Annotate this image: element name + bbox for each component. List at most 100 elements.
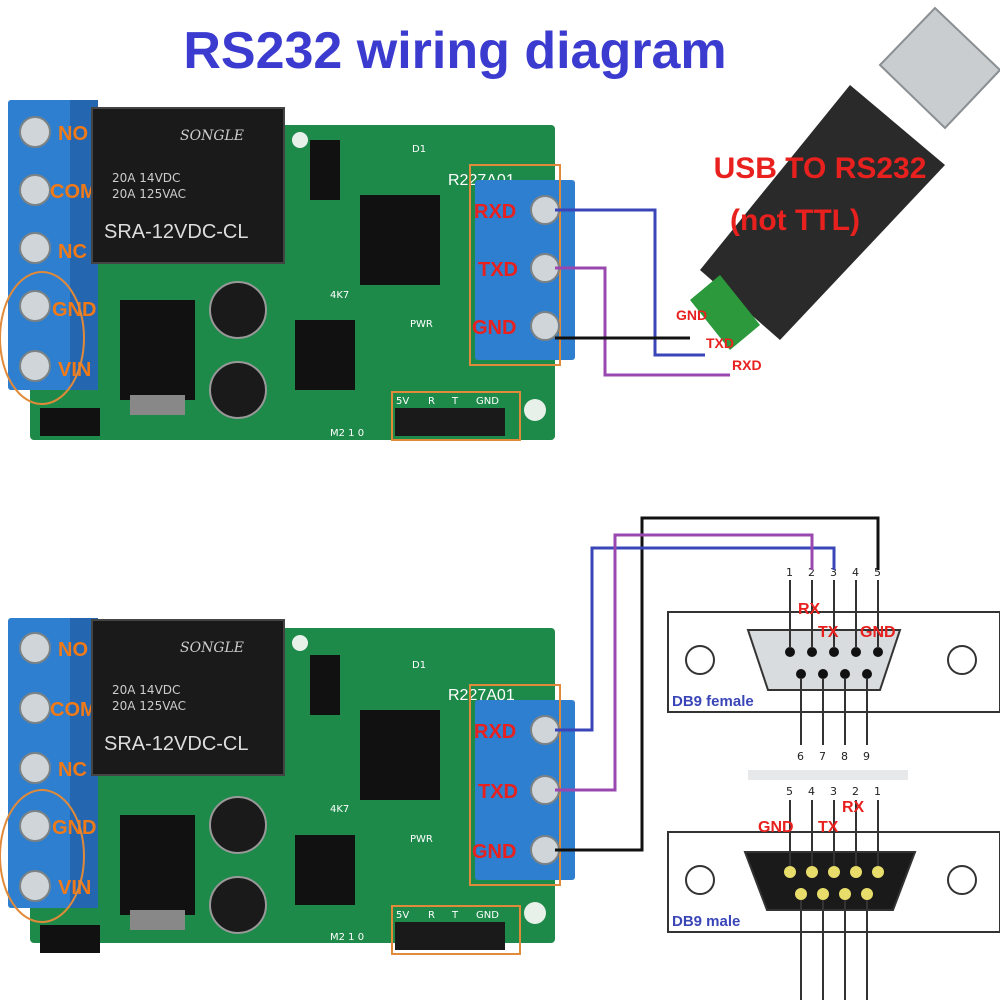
pin bbox=[872, 866, 884, 878]
screw-icon bbox=[19, 116, 51, 148]
db9-female-pin-5: 5 bbox=[874, 566, 881, 579]
ic-chip bbox=[295, 320, 355, 390]
pin-header-highlight bbox=[391, 391, 521, 441]
regulator-tab bbox=[130, 910, 185, 930]
led-label-d1: D1 bbox=[412, 144, 426, 155]
led-label-pwr: PWR bbox=[410, 319, 433, 330]
db9-male-pin-leads bbox=[789, 800, 879, 1000]
pin bbox=[796, 669, 806, 679]
db9-female-pin-leads bbox=[789, 580, 879, 745]
db9-female-connector: 1 2 3 4 5 6 7 8 9 RX TX GND DB9 female bbox=[667, 566, 1000, 763]
adapter-body bbox=[700, 85, 945, 340]
db9-male-label-rx: RX bbox=[842, 799, 865, 816]
db9-female-pin-1: 1 bbox=[786, 566, 793, 579]
db9-male-label: DB9 male bbox=[672, 913, 740, 930]
header-label-r: R bbox=[428, 910, 435, 921]
serial-highlight bbox=[469, 684, 561, 886]
relay-rating-1: 20A 14VDC bbox=[112, 171, 180, 185]
db9-female-pins bbox=[785, 647, 883, 679]
db9-female-shell bbox=[746, 629, 902, 691]
jumper bbox=[40, 408, 100, 436]
capacitor bbox=[209, 281, 267, 339]
mounting-hole bbox=[947, 645, 977, 675]
screw-icon bbox=[530, 835, 560, 865]
usb-caption-line2: (not TTL) bbox=[730, 204, 860, 237]
usb-pin-rxd: RXD bbox=[732, 357, 762, 373]
terminal-label-com: COM bbox=[50, 181, 97, 203]
screw-icon bbox=[19, 174, 51, 206]
screw-icon bbox=[19, 350, 51, 382]
relay-rating-2: 20A 125VAC bbox=[112, 699, 186, 713]
resistor-label: 4K7 bbox=[330, 290, 349, 301]
header-label-t: T bbox=[451, 910, 459, 921]
terminal-label-nc: NC bbox=[58, 759, 87, 781]
voltage-regulator bbox=[120, 815, 195, 915]
mounting-hole bbox=[292, 635, 308, 651]
serial-terminal-block bbox=[475, 700, 575, 880]
relay-rating-2: 20A 125VAC bbox=[112, 187, 186, 201]
db9-male-label-gnd: GND bbox=[758, 819, 794, 836]
relay-board-bottom: NO COM NC GND VIN SONGLE 20A 14VDC 20A 1… bbox=[0, 618, 575, 955]
diode bbox=[310, 140, 340, 200]
pin bbox=[807, 647, 817, 657]
voltage-regulator bbox=[120, 300, 195, 400]
usb-caption-line1: USB TO RS232 bbox=[714, 152, 927, 185]
board-name: R227A01 bbox=[448, 687, 515, 704]
screw-icon bbox=[530, 775, 560, 805]
db9-male-strip bbox=[748, 770, 908, 780]
screw-icon bbox=[530, 311, 560, 341]
power-highlight-circle bbox=[0, 271, 85, 405]
db9-female-label: DB9 female bbox=[672, 693, 754, 710]
regulator-tab bbox=[130, 395, 185, 415]
relay-brand: SONGLE bbox=[180, 128, 244, 144]
led-label-pwr: PWR bbox=[410, 834, 433, 845]
wire-rxd-blue bbox=[555, 208, 705, 357]
serial-label-rxd: RXD bbox=[474, 721, 516, 743]
serial-label-gnd: GND bbox=[472, 841, 516, 863]
pin bbox=[862, 669, 872, 679]
terminal-label-vin: VIN bbox=[58, 877, 91, 899]
db9-female-label-rx: RX bbox=[798, 601, 821, 618]
header-label-gnd: GND bbox=[476, 910, 499, 921]
serial-label-gnd: GND bbox=[472, 317, 516, 339]
db9-female-label-tx: TX bbox=[818, 624, 839, 641]
db9-male-pin-2: 2 bbox=[852, 785, 859, 798]
serial-label-rxd: RXD bbox=[474, 201, 516, 223]
wire-gnd-black bbox=[555, 516, 880, 852]
db9-female-pin-8: 8 bbox=[841, 750, 848, 763]
usb-pin-txd: TXD bbox=[706, 335, 734, 351]
resistor-label: 4K7 bbox=[330, 804, 349, 815]
screw-icon bbox=[19, 232, 51, 264]
db9-male-pins bbox=[784, 866, 884, 900]
relay-brand: SONGLE bbox=[180, 640, 244, 656]
capacitor bbox=[209, 796, 267, 854]
db9-female-label-gnd: GND bbox=[860, 624, 896, 641]
pin-header bbox=[395, 408, 505, 436]
pin bbox=[828, 866, 840, 878]
screw-icon bbox=[530, 253, 560, 283]
wire-rxd-blue bbox=[555, 546, 836, 732]
terminal-label-gnd: GND bbox=[52, 299, 96, 321]
relay-model: SRA-12VDC-CL bbox=[104, 221, 248, 243]
db9-female-pin-9: 9 bbox=[863, 750, 870, 763]
pin bbox=[795, 888, 807, 900]
ic-chip bbox=[295, 835, 355, 905]
mounting-hole bbox=[524, 902, 546, 924]
pin bbox=[873, 647, 883, 657]
serial-label-txd: TXD bbox=[478, 781, 518, 803]
screw-icon bbox=[19, 290, 51, 322]
pin-header bbox=[395, 922, 505, 950]
screw-icon bbox=[19, 632, 51, 664]
db9-male-pin-3: 3 bbox=[830, 785, 837, 798]
pin-header-highlight bbox=[391, 905, 521, 955]
db9-female-pin-3: 3 bbox=[830, 566, 837, 579]
terminal-label-no: NO bbox=[58, 639, 88, 661]
mounting-hole bbox=[685, 865, 715, 895]
jumper-label: M2 1 0 bbox=[330, 932, 364, 943]
bottom-wires bbox=[555, 516, 880, 852]
ic-chip bbox=[360, 710, 440, 800]
pin bbox=[784, 866, 796, 878]
mounting-hole bbox=[685, 645, 715, 675]
db9-male-connector: 5 4 3 2 1 GND TX RX DB9 male bbox=[667, 770, 1000, 1000]
screw-icon bbox=[19, 870, 51, 902]
